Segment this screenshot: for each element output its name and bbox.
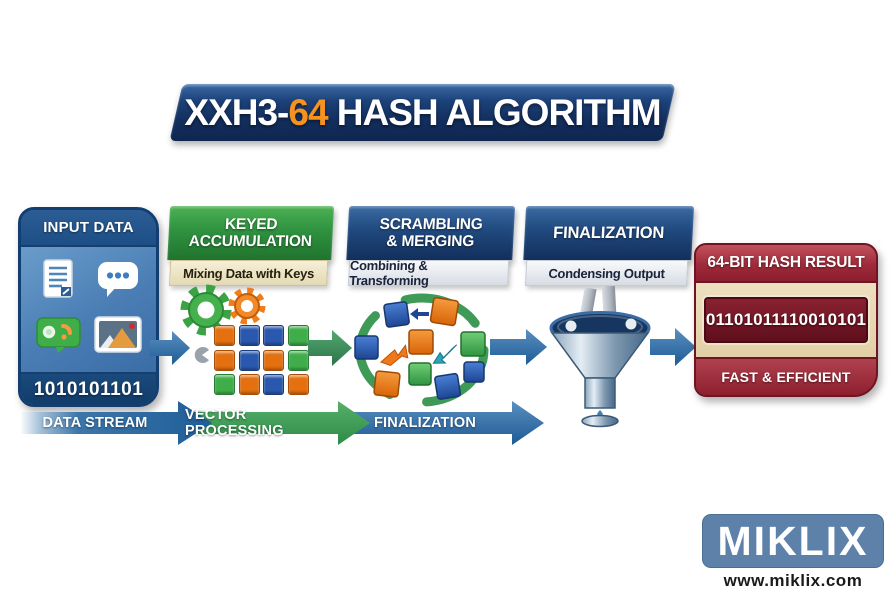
grid-cell: [287, 325, 309, 346]
title-suffix: HASH ALGORITHM: [327, 91, 661, 133]
stage-finalization-subtitle: Condensing Output: [524, 260, 689, 286]
input-data-box: INPUT DATA: [18, 207, 159, 407]
input-data-icons: [21, 247, 156, 372]
title-prefix: XXH3-: [184, 91, 289, 133]
stage-keyed-line1: KEYED: [224, 215, 278, 233]
page-title: XXH3-64 HASH ALGORITHM: [176, 84, 669, 141]
flow-label-data-stream: DATA STREAM: [42, 415, 148, 431]
arrow-finalization-to-result-icon: [650, 328, 696, 371]
brand-name: MIKLIX: [702, 514, 884, 568]
stage-scrambling-line2: & MERGING: [385, 233, 475, 250]
stage-finalization-header: FINALIZATION: [523, 206, 695, 260]
stage-scrambling-line1: SCRAMBLING: [379, 215, 484, 233]
hash-result-footer: FAST & EFFICIENT: [696, 357, 876, 395]
arrow-input-to-accumulation-icon: [150, 331, 190, 370]
hash-result-header: 64-BIT HASH RESULT: [696, 245, 876, 283]
grid-cell: [287, 349, 309, 371]
arrow-scrambling-to-finalization-icon: [490, 329, 547, 370]
grid-cell: [287, 374, 309, 395]
flow-label-vector-processing: VECTOR PROCESSING: [185, 407, 284, 439]
brand-website: www.miklix.com: [723, 571, 863, 590]
grid-cell: [263, 374, 284, 395]
media-icon: [36, 316, 82, 359]
chat-icon: [96, 259, 140, 304]
grid-cell: [214, 374, 235, 395]
title-highlight: 64: [288, 91, 328, 133]
pipeline-flow-arrow: [20, 400, 545, 451]
funnel-icon: [543, 285, 657, 433]
title-banner: XXH3-64 HASH ALGORITHM: [169, 84, 676, 141]
hash-result-mid: 01101011110010101: [696, 283, 876, 357]
grid-cell: [238, 374, 260, 395]
stage-keyed-header: KEYED ACCUMULATION: [167, 206, 335, 260]
stage-keyed-line2: ACCUMULATION: [188, 233, 313, 250]
stage-finalization-line1: FINALIZATION: [552, 223, 665, 242]
stage-finalization: FINALIZATION Condensing Output: [522, 206, 695, 286]
arrow-accumulation-to-scrambling-icon: [308, 330, 352, 371]
brand-logo: MIKLIX www.miklix.com: [702, 514, 884, 591]
flow-label-finalization: FINALIZATION: [373, 415, 476, 431]
input-data-header: INPUT DATA: [21, 210, 156, 247]
grid-cell: [263, 325, 284, 346]
hash-value: 01101011110010101: [704, 297, 868, 343]
grid-cell: [263, 349, 284, 371]
scramble-cycle-icon: [352, 288, 508, 421]
hash-result-box: 64-BIT HASH RESULT 01101011110010101 FAS…: [694, 243, 878, 397]
green-gear-icon: [180, 284, 232, 336]
orange-gear-icon: [228, 287, 266, 325]
grid-cell: [214, 349, 235, 371]
stage-scrambling-subtitle: Combining & Transforming: [347, 258, 510, 288]
gears-icon: [178, 282, 273, 347]
image-icon: [94, 316, 142, 359]
stage-keyed-accumulation: KEYED ACCUMULATION Mixing Data with Keys: [166, 206, 335, 286]
stage-scrambling-merging: SCRAMBLING & MERGING Combining & Transfo…: [345, 206, 516, 288]
stage-scrambling-header: SCRAMBLING & MERGING: [346, 206, 516, 260]
grid-cell: [238, 325, 260, 346]
gray-gear-fragment-icon: [193, 345, 213, 370]
accumulator-grid: [214, 325, 309, 395]
grid-cell: [238, 349, 260, 371]
input-binary: 1010101101: [21, 372, 156, 404]
grid-cell: [214, 325, 235, 346]
document-icon: [40, 258, 78, 305]
